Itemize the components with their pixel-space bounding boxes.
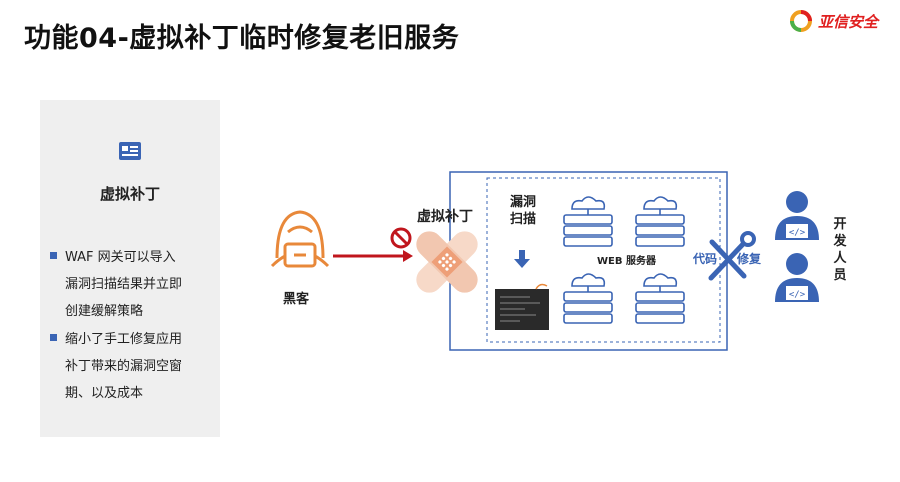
developers-label: 开 发 人 员 bbox=[832, 216, 848, 284]
panel-title: 虚拟补丁 bbox=[99, 185, 160, 203]
bullet-text: WAF 网关可以导入 bbox=[65, 250, 176, 265]
bullet-item: WAF 网关可以导入 漏洞扫描结果并立即 创建缓解策略 bbox=[50, 244, 182, 325]
code-label: 代码 bbox=[693, 252, 718, 266]
developers-label-char: 开 bbox=[833, 217, 847, 232]
blocked-icon bbox=[390, 227, 412, 249]
svg-text:</>: </> bbox=[789, 290, 806, 300]
wrench-icon bbox=[708, 231, 756, 281]
developers-label-char: 员 bbox=[833, 268, 847, 283]
logo-icon bbox=[789, 10, 812, 32]
server-icon bbox=[635, 273, 685, 324]
server-icon bbox=[635, 196, 685, 247]
fix-label: 修复 bbox=[737, 252, 762, 266]
id-card-icon bbox=[119, 142, 141, 160]
bullet-item: 缩小了手工修复应用 补丁带来的漏洞空窗 期、以及成本 bbox=[50, 326, 182, 407]
server-zone-box bbox=[486, 177, 721, 343]
bullet-text: 漏洞扫描结果并立即 bbox=[65, 277, 183, 292]
down-arrow-icon bbox=[514, 250, 530, 268]
logo-text: 亚信安全 bbox=[817, 12, 878, 31]
bullet-text: 期、以及成本 bbox=[65, 386, 144, 401]
hacker-icon bbox=[270, 210, 330, 268]
scanner-terminal-icon bbox=[495, 283, 549, 330]
server-icon bbox=[563, 273, 613, 324]
svg-text:</>: </> bbox=[789, 228, 806, 238]
scan-label-line2: 扫描 bbox=[510, 212, 537, 227]
bullet-text: 补丁带来的漏洞空窗 bbox=[65, 359, 183, 374]
attack-arrow-head bbox=[403, 250, 413, 262]
developers-label-char: 人 bbox=[833, 251, 847, 266]
hacker-label: 黑客 bbox=[283, 292, 310, 307]
bandage-icon bbox=[416, 231, 478, 293]
bullet-square-icon bbox=[50, 334, 57, 341]
server-icon bbox=[563, 196, 613, 247]
info-panel: 虚拟补丁 WAF 网关可以导入 漏洞扫描结果并立即 创建缓解策略 缩小了手工修复… bbox=[40, 100, 220, 437]
developers-label-char: 发 bbox=[833, 234, 847, 249]
developer-icon: </> bbox=[775, 253, 819, 302]
bullet-text: 缩小了手工修复应用 bbox=[65, 332, 183, 347]
virtual-patch-label: 虚拟补丁 bbox=[417, 209, 473, 225]
page-title: 功能04-虚拟补丁临时修复老旧服务 bbox=[24, 23, 460, 54]
web-server-label: WEB 服务器 bbox=[597, 256, 656, 267]
developer-icon: </> bbox=[775, 191, 819, 240]
brand-logo: 亚信安全 bbox=[789, 10, 878, 32]
scan-label-line1: 漏洞 bbox=[510, 195, 537, 210]
bullet-text: 创建缓解策略 bbox=[65, 304, 144, 319]
bullet-square-icon bbox=[50, 252, 57, 259]
